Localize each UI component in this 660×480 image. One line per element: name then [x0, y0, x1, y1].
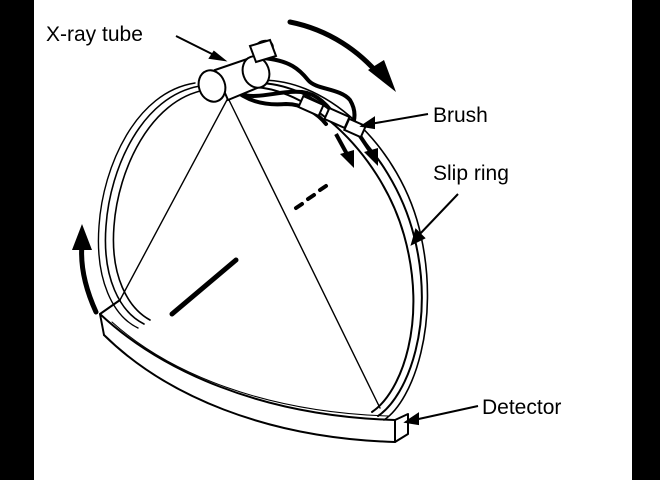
xray-fan-beam — [119, 97, 381, 409]
rotation-axis-dashes — [294, 184, 328, 210]
detector-arc — [99, 299, 409, 443]
rotation-axis-line — [169, 257, 239, 317]
diagram-panel — [34, 0, 632, 480]
arrow-head-top — [368, 60, 396, 92]
slip-ring — [97, 79, 429, 421]
detector-label: Detector — [482, 396, 562, 419]
brush-assembly — [297, 94, 367, 139]
slip-ring-label: Slip ring — [433, 162, 509, 185]
brush-direction-arrows — [334, 133, 378, 168]
rotation-arrows — [72, 19, 396, 315]
xray-tube-label: X-ray tube — [46, 23, 143, 46]
brush-label: Brush — [433, 104, 488, 127]
xray-tube — [197, 38, 278, 103]
arrow-head-left — [72, 224, 92, 250]
leader-lines — [175, 35, 479, 426]
